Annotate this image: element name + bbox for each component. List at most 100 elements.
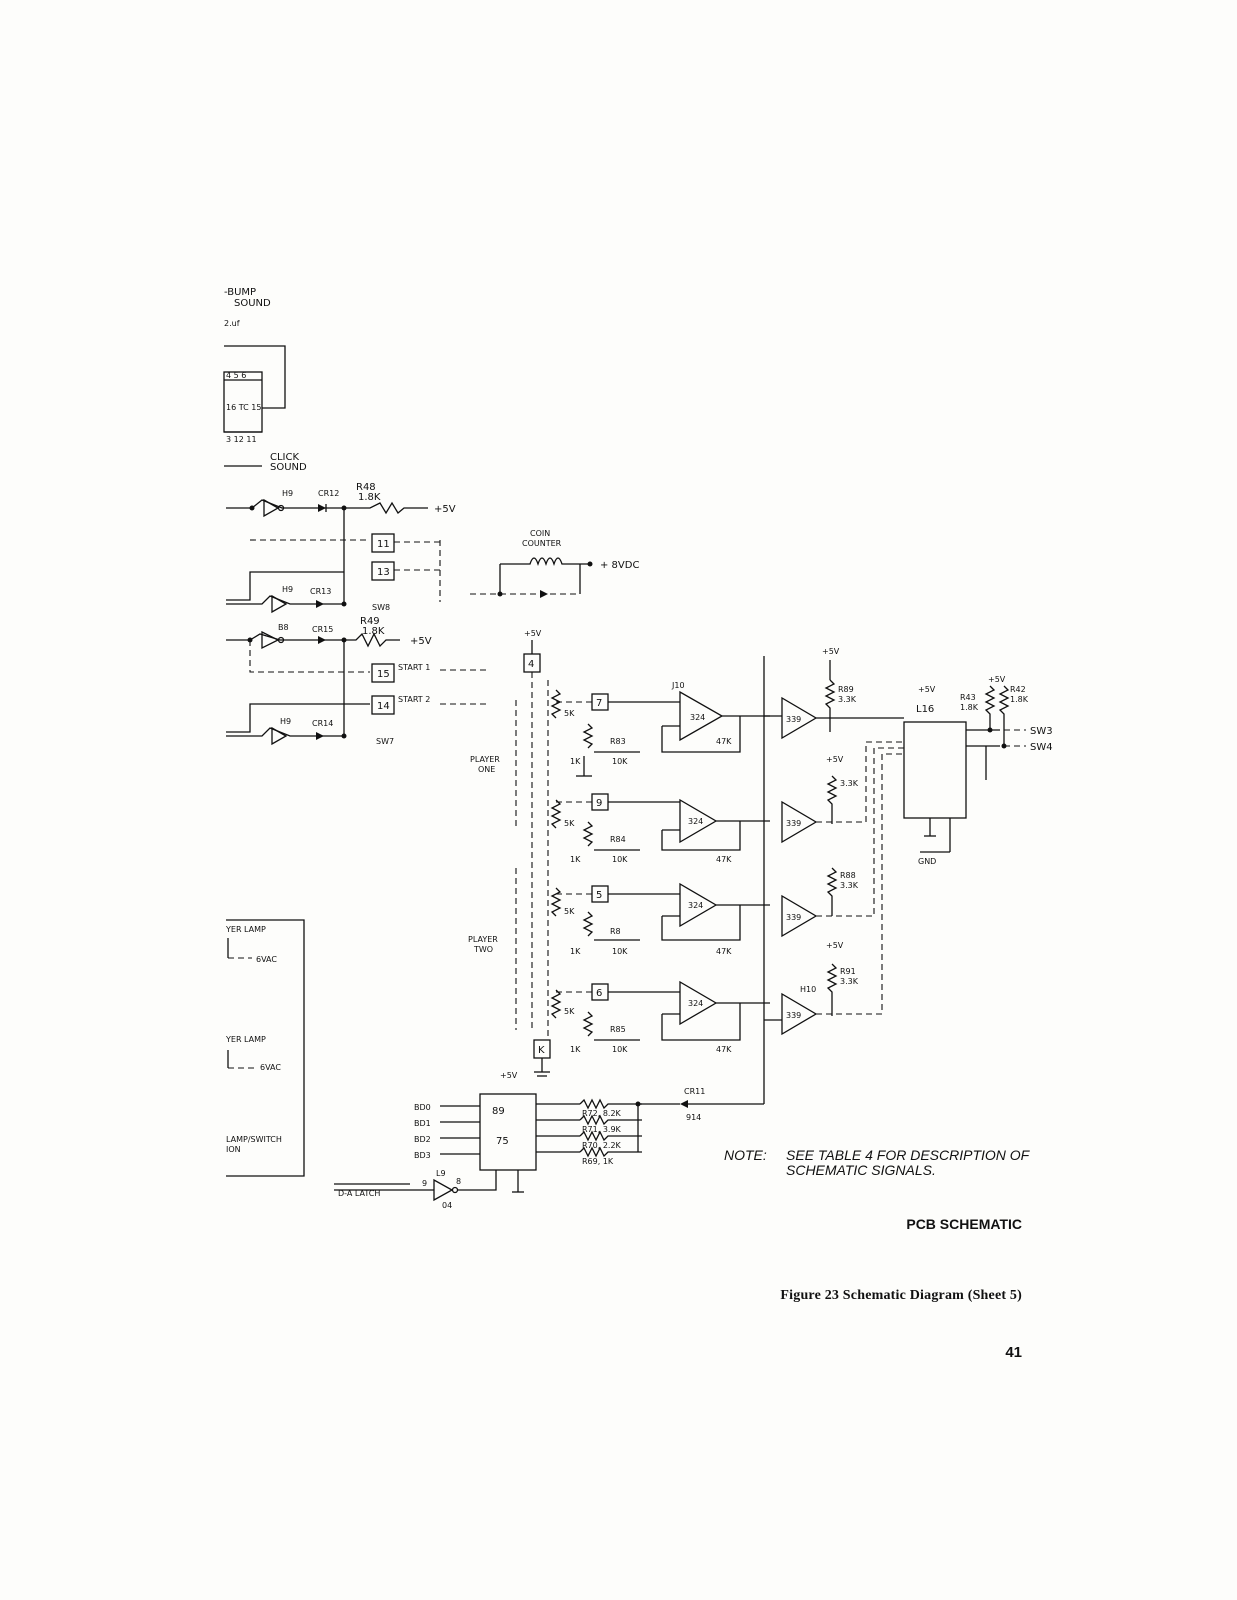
h10-label: H10 bbox=[800, 985, 816, 994]
l9-label: L9 bbox=[436, 1169, 446, 1178]
u75-label: 75 bbox=[496, 1136, 509, 1147]
comparator-stage: 339 339 339 339 H10 +5V R89 3.3K +5V 3.3… bbox=[763, 647, 904, 1100]
r49-label: R49 bbox=[360, 616, 380, 627]
l9-pin-out: 8 bbox=[456, 1177, 461, 1186]
mux-supply: +5V bbox=[918, 685, 936, 694]
pot2-value: 5K bbox=[564, 819, 575, 828]
player-one-label: PLAYER bbox=[470, 755, 500, 764]
r48-label: R48 bbox=[356, 482, 376, 493]
l9-pin-in: 9 bbox=[422, 1179, 427, 1188]
r42-value: 1.8K bbox=[1010, 695, 1029, 704]
h9-label-3: H9 bbox=[280, 717, 291, 726]
h9-label-2: H9 bbox=[282, 585, 293, 594]
start2-label: START 2 bbox=[398, 695, 430, 704]
player-pot-section: +5V 4 PLAYER ONE PLAYER TWO 5K 5K 5K 5K bbox=[468, 629, 575, 1077]
u324-label-2: 324 bbox=[688, 817, 703, 826]
lamp-switch-label: LAMP/SWITCH bbox=[226, 1135, 282, 1144]
cr12-label: CR12 bbox=[318, 489, 339, 498]
r8-value: 10K bbox=[612, 947, 628, 956]
coin-input-section: H9 CR12 R48 1.8K +5V 11 13 SW8 H9 CR13 C… bbox=[226, 482, 639, 614]
cr14-label: CR14 bbox=[312, 719, 333, 728]
r47k-label-3: 47K bbox=[716, 947, 732, 956]
r-pullup-2: 3.3K bbox=[840, 779, 859, 788]
pot3-value: 5K bbox=[564, 907, 575, 916]
pot-supply-label: +5V bbox=[524, 629, 542, 638]
vac-label-a: 6VAC bbox=[256, 955, 277, 964]
r83-value: 10K bbox=[612, 757, 628, 766]
vac-label-b: 6VAC bbox=[260, 1063, 281, 1072]
schematic-title: PCB SCHEMATIC bbox=[906, 1216, 1022, 1232]
gnd-label: GND bbox=[918, 857, 936, 866]
sw3-label: SW3 bbox=[1030, 726, 1053, 737]
pullup-supply-1: +5V bbox=[822, 647, 840, 656]
r47k-label-1: 47K bbox=[716, 737, 732, 746]
r72-label: R72, 8.2K bbox=[582, 1109, 622, 1118]
r43-value: 1.8K bbox=[960, 703, 979, 712]
u339-label-1: 339 bbox=[786, 715, 801, 724]
r43-label: R43 bbox=[960, 693, 976, 702]
r71-label: R71, 3.9K bbox=[582, 1125, 622, 1134]
r48-value: 1.8K bbox=[358, 492, 381, 503]
coin-counter-label-2: COUNTER bbox=[522, 539, 562, 548]
b8-label: B8 bbox=[278, 623, 289, 632]
r8-label: R8 bbox=[610, 927, 621, 936]
r1k-label-3: 1K bbox=[570, 947, 581, 956]
j4-label: 4 bbox=[528, 659, 534, 670]
u324-label-4: 324 bbox=[688, 999, 703, 1008]
start-switch-section: B8 CR15 R49 1.8K +5V 15 START 1 14 START… bbox=[226, 616, 490, 746]
svg-text:3 12 11: 3 12 11 bbox=[226, 435, 257, 444]
sw4-label: SW4 bbox=[1030, 742, 1053, 753]
sw7-label: SW7 bbox=[376, 737, 394, 746]
jk-label: K bbox=[538, 1045, 545, 1056]
r85-value: 10K bbox=[612, 1045, 628, 1054]
cr13-label: CR13 bbox=[310, 587, 331, 596]
pullup-supply-4: +5V bbox=[988, 675, 1006, 684]
da-latch-label: D-A LATCH bbox=[338, 1189, 380, 1198]
dac-section: +5V 89 75 BD0 BD1 BD2 BD3 R72, 8.2K R71,… bbox=[334, 1071, 765, 1210]
bd2-label: BD2 bbox=[414, 1135, 431, 1144]
lamp-switch-label-2: ION bbox=[226, 1145, 241, 1154]
page-number: 41 bbox=[1005, 1344, 1022, 1361]
u324-label-3: 324 bbox=[688, 901, 703, 910]
j15-label: 15 bbox=[377, 669, 390, 680]
plus5v-label-1: +5V bbox=[434, 504, 456, 515]
sw-a-label: SW8 bbox=[372, 603, 390, 612]
l9-type: 04 bbox=[442, 1201, 452, 1210]
r88-value: 3.3K bbox=[840, 881, 859, 890]
r84-label: R84 bbox=[610, 835, 626, 844]
player-one-label-2: ONE bbox=[478, 765, 495, 774]
note-text: SEE TABLE 4 FOR DESCRIPTION OF SCHEMATIC… bbox=[786, 1147, 1029, 1178]
bd1-label: BD1 bbox=[414, 1119, 431, 1128]
r47k-label-2: 47K bbox=[716, 855, 732, 864]
r88-label: R88 bbox=[840, 871, 856, 880]
latch-supply: +5V bbox=[500, 1071, 518, 1080]
cr11-label: CR11 bbox=[684, 1087, 705, 1096]
r89-value: 3.3K bbox=[838, 695, 857, 704]
j9-label: 9 bbox=[596, 798, 602, 809]
lamp-section: YER LAMP 6VAC YER LAMP 6VAC LAMP/SWITCH … bbox=[225, 919, 305, 1177]
u324-label-1: 324 bbox=[690, 713, 705, 722]
figure-caption: Figure 23 Schematic Diagram (Sheet 5) bbox=[780, 1288, 1022, 1303]
svg-text:4 5 6: 4 5 6 bbox=[226, 371, 246, 380]
note-label: NOTE: bbox=[724, 1147, 767, 1163]
start1-label: START 1 bbox=[398, 663, 430, 672]
click-sound-label-2: SOUND bbox=[270, 462, 307, 473]
u89-label: 89 bbox=[492, 1106, 505, 1117]
r84-value: 10K bbox=[612, 855, 628, 864]
u16-label: L16 bbox=[916, 704, 934, 715]
coin-counter-label: COIN bbox=[530, 529, 550, 538]
pot1-value: 5K bbox=[564, 709, 575, 718]
r91-value: 3.3K bbox=[840, 977, 859, 986]
plus-vdc-label: + 8VDC bbox=[600, 560, 639, 571]
r1k-label-4: 1K bbox=[570, 1045, 581, 1054]
player-lamp-label-b: YER LAMP bbox=[225, 1035, 266, 1044]
j7-label: 7 bbox=[596, 698, 602, 709]
bump-sound-label-2: SOUND bbox=[234, 298, 271, 309]
j14-label: 14 bbox=[377, 701, 390, 712]
counter-chip: 4 5 6 16 TC 15 3 12 11 bbox=[223, 345, 286, 444]
player-two-label: PLAYER bbox=[468, 935, 498, 944]
pullup-supply-2: +5V bbox=[826, 755, 844, 764]
r70-label: R70, 2.2K bbox=[582, 1141, 622, 1150]
r85-label: R85 bbox=[610, 1025, 626, 1034]
